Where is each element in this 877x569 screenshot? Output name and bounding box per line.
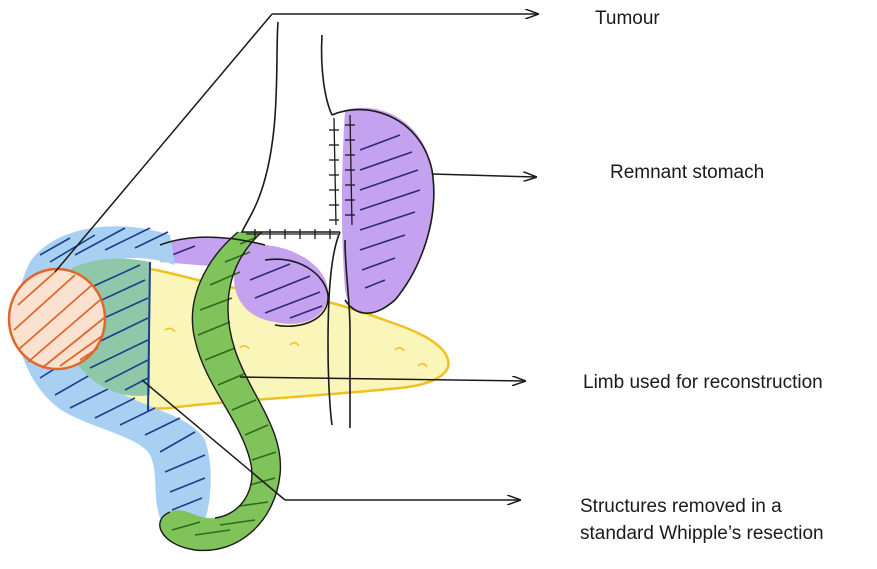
callout-remnant-stomach — [432, 174, 536, 177]
label-tumour: Tumour — [595, 5, 660, 32]
staple-line — [246, 115, 355, 239]
label-structures-line2: standard Whipple’s resection — [580, 520, 824, 547]
label-remnant-stomach: Remnant stomach — [610, 159, 764, 186]
label-structures-line1: Structures removed in a — [580, 493, 824, 520]
label-reconstruction-limb: Limb used for reconstruction — [583, 369, 823, 396]
label-structures-removed: Structures removed in a standard Whipple… — [580, 493, 824, 547]
